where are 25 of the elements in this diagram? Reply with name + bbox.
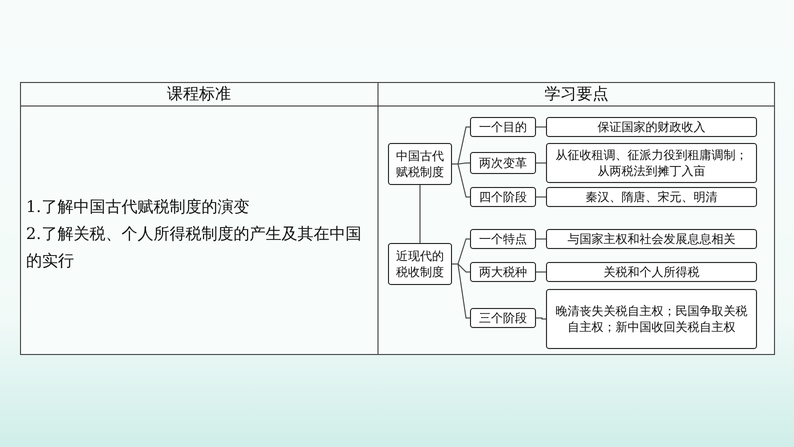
standard-item: 1.了解中国古代赋税制度的演变 xyxy=(26,196,250,218)
connector-line xyxy=(452,264,470,318)
concept-box: 两大税种 xyxy=(470,262,536,282)
standard-item: 2.了解关税、个人所得税制度的产生及其在中国的实行 xyxy=(26,223,362,272)
concept-box: 秦汉、隋唐、宋元、明清 xyxy=(546,187,757,207)
connector-line xyxy=(536,162,546,164)
concept-box: 关税和个人所得税 xyxy=(546,262,757,282)
connector-line xyxy=(452,164,470,198)
concept-box: 两次变革 xyxy=(470,152,536,174)
concept-box: 一个特点 xyxy=(470,229,536,249)
column-header: 学习要点 xyxy=(544,83,610,105)
connector-line xyxy=(536,238,546,240)
concept-box: 晚清丧失关税自主权；民国争取关税自主权；新中国收回关税自主权 xyxy=(546,289,757,349)
column-header: 课程标准 xyxy=(166,83,232,105)
connector-line xyxy=(536,126,546,128)
concept-box: 从征收租调、征派力役到租庸调制；从两税法到摊丁入亩 xyxy=(546,143,757,183)
concept-box: 一个目的 xyxy=(470,117,536,137)
concept-box: 中国古代赋税制度 xyxy=(388,143,452,185)
connector-line xyxy=(536,196,546,198)
concept-box: 四个阶段 xyxy=(470,187,536,207)
concept-box: 保证国家的财政收入 xyxy=(546,117,757,137)
connector-line xyxy=(536,318,546,320)
concept-box: 与国家主权和社会发展息息相关 xyxy=(546,229,757,249)
concept-box: 近现代的税收制度 xyxy=(388,243,452,285)
concept-box: 三个阶段 xyxy=(470,308,536,328)
